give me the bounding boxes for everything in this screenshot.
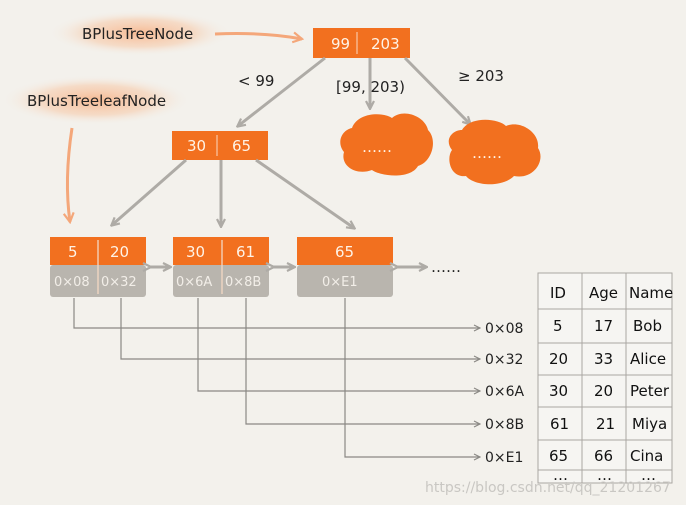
table-cell: Cina bbox=[630, 447, 663, 465]
table-cell: 61 bbox=[550, 415, 569, 433]
table-cell: 5 bbox=[553, 317, 563, 335]
leaf-3-keys-box bbox=[297, 237, 393, 265]
child-arrow-3 bbox=[255, 158, 354, 228]
internal-node-box bbox=[172, 131, 268, 160]
table-cell: Miya bbox=[632, 415, 667, 433]
label-pointer-arrow bbox=[214, 34, 302, 39]
leaf-node-label-text: BPlusTreeleafNode bbox=[27, 92, 166, 110]
table-cell: Alice bbox=[630, 350, 666, 368]
internal-node-label-text: BPlusTreeNode bbox=[82, 25, 193, 43]
watermark: https://blog.csdn.net/qq_21201267 bbox=[425, 480, 671, 496]
table-header-id: ID bbox=[550, 284, 566, 302]
table-grid bbox=[538, 273, 672, 483]
subtree-blob-right bbox=[448, 119, 541, 185]
leaf-3-addr-1: 0×E1 bbox=[322, 275, 358, 290]
leaf-node-label: BPlusTreeleafNode bbox=[1, 75, 191, 125]
pointer-line-2 bbox=[120, 298, 480, 359]
leaf-2-addr-2: 0×8B bbox=[225, 275, 261, 290]
table-more: … bbox=[553, 466, 568, 484]
table-cell: 65 bbox=[549, 447, 568, 465]
leaf-node-1: 5 20 0×08 0×32 bbox=[50, 237, 146, 297]
leaf-node-2: 30 61 0×6A 0×8B bbox=[173, 237, 269, 297]
pointer-line-5 bbox=[344, 298, 480, 457]
leaf-label-pointer-arrow bbox=[67, 127, 72, 222]
table-cell: 20 bbox=[594, 382, 613, 400]
leaf-2-key-1: 30 bbox=[186, 243, 205, 261]
label-glow bbox=[48, 10, 232, 56]
leaf-3-key-1: 65 bbox=[335, 243, 354, 261]
table-cell: Bob bbox=[633, 317, 662, 335]
subtree-blob-middle-text: …… bbox=[362, 138, 392, 156]
table-frame bbox=[537, 272, 673, 484]
table-cell: 33 bbox=[594, 350, 613, 368]
branch-right-label: ≥ 203 bbox=[458, 67, 504, 85]
table-cell: 30 bbox=[549, 382, 568, 400]
table-header-age: Age bbox=[589, 284, 618, 302]
root-key-2: 203 bbox=[371, 35, 400, 53]
pointer-label-1: 0×08 bbox=[485, 321, 523, 337]
pointer-line-1 bbox=[73, 298, 480, 328]
table-cell: 66 bbox=[594, 447, 613, 465]
internal-node-label: BPlusTreeNode bbox=[48, 10, 232, 56]
root-node-box bbox=[313, 28, 410, 58]
pointer-label-2: 0×32 bbox=[485, 352, 523, 368]
leaf-1-addr-1: 0×08 bbox=[54, 275, 90, 290]
leaf-label-glow bbox=[1, 75, 191, 125]
branch-right-arrow bbox=[403, 56, 470, 124]
leaf-1-addr-2: 0×32 bbox=[101, 275, 137, 290]
leaf-more-dots: …… bbox=[431, 258, 461, 276]
root-node: 99 203 bbox=[313, 28, 410, 58]
leaf-2-keys-box bbox=[173, 237, 269, 265]
leaf-2-key-2: 61 bbox=[236, 243, 255, 261]
table-cell: 20 bbox=[549, 350, 568, 368]
child-arrow-1 bbox=[112, 158, 187, 225]
root-key-1: 99 bbox=[331, 35, 350, 53]
data-table: ID Age Name 5 17 Bob 20 33 Alice 30 20 P… bbox=[537, 272, 673, 484]
table-header-name: Name bbox=[629, 284, 673, 302]
table-cell: 17 bbox=[594, 317, 613, 335]
leaf-node-3: 65 0×E1 bbox=[297, 237, 393, 297]
table-cell: Peter bbox=[630, 382, 670, 400]
leaf-2-addr-1: 0×6A bbox=[176, 275, 212, 290]
internal-key-2: 65 bbox=[232, 137, 251, 155]
leaf-3-addr-box bbox=[297, 265, 393, 297]
table-cell: 21 bbox=[596, 415, 615, 433]
pointer-label-5: 0×E1 bbox=[485, 450, 523, 466]
branch-left-arrow bbox=[238, 56, 326, 126]
table-more: … bbox=[597, 466, 612, 484]
table-more: … bbox=[641, 466, 656, 484]
subtree-blob-right-text: …… bbox=[472, 144, 502, 162]
branch-left-label: < 99 bbox=[238, 72, 274, 90]
branch-middle-label: [99, 203) bbox=[336, 78, 405, 96]
pointer-line-3 bbox=[197, 298, 480, 391]
pointer-line-4 bbox=[245, 298, 480, 424]
internal-node: 30 65 bbox=[172, 131, 268, 160]
leaf-2-addr-box bbox=[173, 265, 269, 297]
internal-key-1: 30 bbox=[187, 137, 206, 155]
pointer-label-4: 0×8B bbox=[485, 417, 524, 433]
leaf-1-key-1: 5 bbox=[68, 243, 78, 261]
subtree-blob-middle bbox=[340, 113, 433, 176]
pointer-label-3: 0×6A bbox=[485, 384, 525, 400]
leaf-1-key-2: 20 bbox=[110, 243, 129, 261]
